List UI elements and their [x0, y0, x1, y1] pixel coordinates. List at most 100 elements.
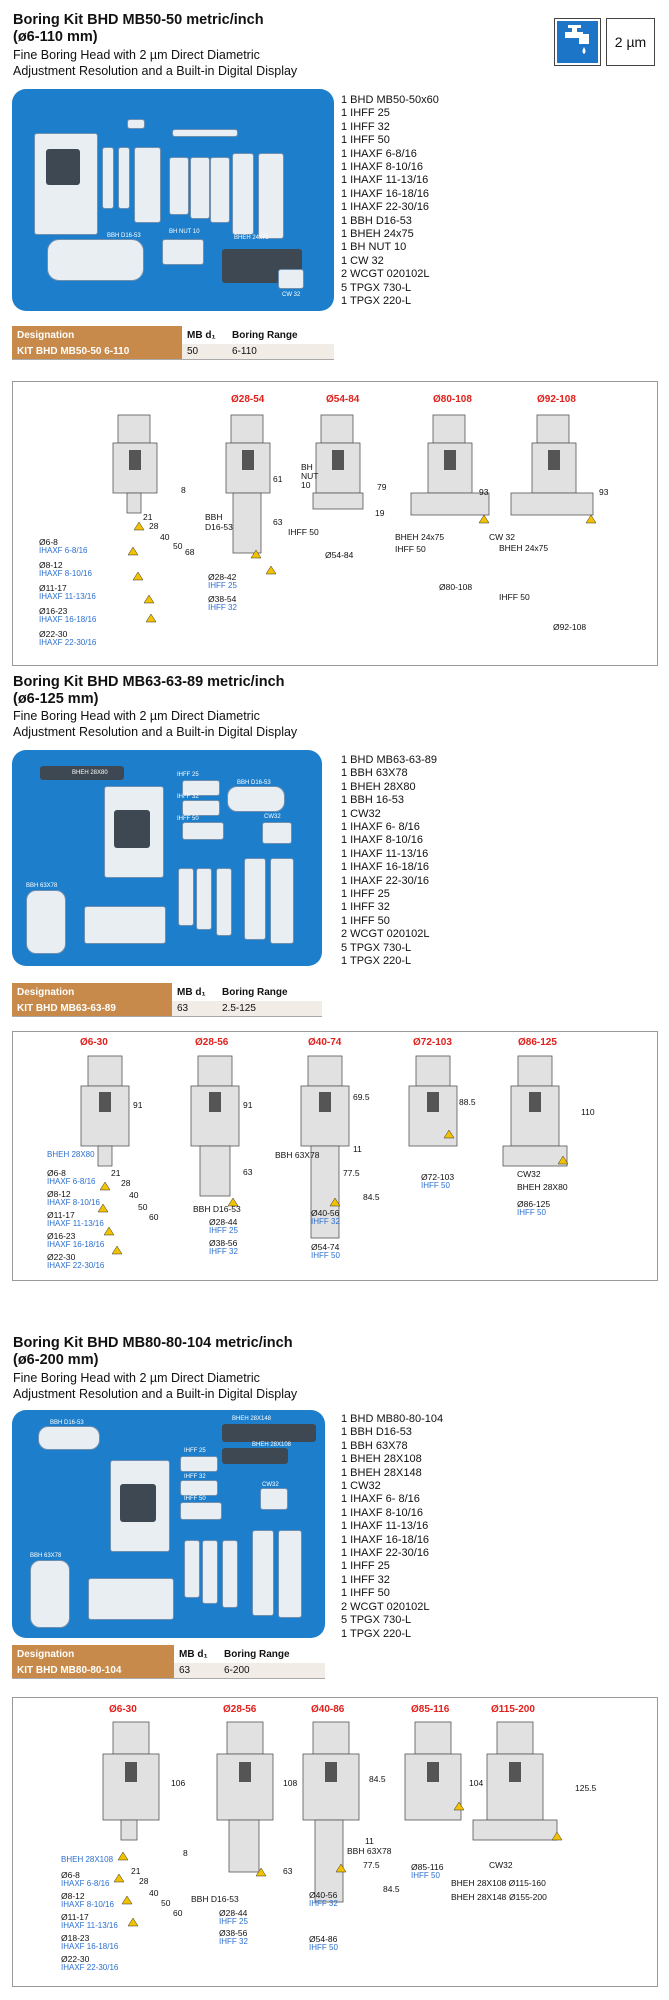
diameter-label: Ø38-56 [209, 1238, 238, 1248]
cell-kit: KIT BHD MB80-80-104 [12, 1663, 174, 1679]
tray-label: IHFF 32 [184, 1474, 206, 1480]
cell-range: 2.5-125 [217, 1001, 322, 1017]
part-label: BHEH 24x75 [395, 532, 445, 542]
col-range: Boring Range [219, 1645, 325, 1663]
kit-subtitle: Fine Boring Head with 2 µm Direct Diamet… [13, 709, 260, 723]
list-item: 1 CW 32 [341, 254, 384, 267]
list-item: 1 IHAXF 16-18/16 [341, 861, 430, 874]
insert-label: IHFF 32 [219, 1937, 248, 1946]
range-label: Ø40-86 [311, 1704, 345, 1715]
range-label: Ø86-125 [518, 1037, 557, 1048]
diameter-label: Ø80-108 [439, 582, 473, 592]
diameter-label: Ø28-42 [208, 572, 237, 582]
range-label: Ø54-84 [326, 394, 360, 405]
part-label: NUT [301, 471, 319, 481]
list-item: 1 IHFF 25 [341, 1560, 390, 1573]
kit-title-range: (ø6-125 mm) [13, 691, 99, 707]
application-diagram: Ø6-30 Ø28-56 Ø40-74 Ø72-103 Ø86-125 BHEH… [12, 1031, 658, 1281]
diameter-label: Ø54-74 [311, 1242, 340, 1252]
list-item: 1 IHAXF 22-30/16 [341, 201, 430, 214]
tray-label: BHEH 24x75 [234, 235, 269, 241]
part-label: BBH D16-53 [191, 1894, 239, 1904]
part-label: IHFF 50 [499, 592, 530, 602]
insert-label: IHFF 25 [219, 1917, 248, 1926]
dim-label: 8 [183, 1848, 188, 1858]
diameter-label: Ø38-54 [208, 594, 237, 604]
insert-label: IHAXF 6-8/16 [39, 546, 88, 555]
dim-label: 21 [143, 512, 153, 522]
part-label: IHFF 50 [288, 527, 319, 537]
tray-label: CW32 [262, 1482, 279, 1488]
table-row: KIT BHD MB80-80-104 63 6-200 [12, 1663, 325, 1679]
tray-label: BHEH 28X148 [232, 1416, 272, 1422]
list-item: 1 IHAXF 6- 8/16 [341, 821, 420, 834]
table-row: KIT BHD MB63-63-89 63 2.5-125 [12, 1001, 322, 1017]
part-label: CW32 [517, 1169, 541, 1179]
list-item: 1 IHAXF 11-13/16 [341, 174, 429, 187]
dim-label: 84.5 [363, 1192, 380, 1202]
diameter-label: Ø6-8 [61, 1870, 80, 1880]
designation-table: Designation MB d₁ Boring Range KIT BHD M… [12, 1645, 325, 1679]
list-item: 1 TPGX 220-L [341, 1627, 412, 1640]
part-label: BHEH 28X108 Ø115-160 [451, 1878, 546, 1888]
list-item: 2 WCGT 020102L [341, 928, 430, 941]
list-item: 1 BBH 16-53 [341, 794, 404, 807]
range-label: Ø85-116 [411, 1704, 450, 1715]
dim-label: 77.5 [363, 1860, 380, 1870]
dim-label: 61 [273, 474, 283, 484]
list-item: 1 BHEH 28X80 [341, 780, 416, 793]
tray-label: IHFF 32 [177, 794, 199, 800]
list-item: 1 CW32 [341, 1480, 381, 1493]
cell-range: 6-110 [227, 344, 334, 360]
dim-label: 69.5 [353, 1092, 370, 1102]
list-item: 1 IHFF 32 [341, 1573, 390, 1586]
diameter-label: Ø6-8 [47, 1168, 66, 1178]
insert-label: IHAXF 16-18/16 [61, 1942, 119, 1951]
insert-label: IHFF 32 [209, 1247, 238, 1256]
dim-label: 11 [365, 1836, 374, 1846]
dim-label: 21 [111, 1168, 121, 1178]
cell-kit: KIT BHD MB63-63-89 [12, 1001, 172, 1017]
kit-title-range: (ø6-200 mm) [13, 1352, 99, 1368]
table-header-row: Designation MB d₁ Boring Range [12, 1645, 325, 1663]
diameter-label: Ø16-23 [39, 606, 68, 616]
col-mb: MB d₁ [182, 326, 227, 344]
part-label: BBH 63X78 [275, 1150, 320, 1160]
tray-label: BBH 63X78 [26, 883, 58, 889]
list-item: 1 IHAXF 22-30/16 [341, 1547, 430, 1560]
diameter-label: Ø8-12 [39, 560, 63, 570]
diameter-label: Ø54-84 [325, 550, 354, 560]
dim-label: 77.5 [343, 1168, 360, 1178]
dim-label: 50 [173, 541, 183, 551]
application-diagram: Ø28-54 Ø54-84 Ø80-108 Ø92-108 Ø6-8 IHAXF… [12, 381, 658, 666]
list-item: 1 IHAXF 16-18/16 [341, 1533, 430, 1546]
list-item: 1 IHAXF 22-30/16 [341, 874, 430, 887]
kit-subtitle: Adjustment Resolution and a Built-in Dig… [13, 725, 298, 739]
part-label: CW 32 [489, 532, 515, 542]
range-label: Ø72-103 [413, 1037, 452, 1048]
list-item: 1 IHFF 32 [341, 120, 390, 133]
insert-label: IHAXF 11-13/16 [47, 1219, 104, 1228]
diameter-label: Ø22-30 [61, 1954, 90, 1964]
tray-label: CW 32 [282, 292, 301, 298]
kit-title: Boring Kit BHD MB63-63-89 metric/inch [13, 674, 285, 690]
dim-label: 19 [375, 508, 385, 518]
dim-label: 40 [160, 532, 170, 542]
diameter-label: Ø28-44 [209, 1217, 238, 1227]
diagram-drawing [112, 414, 597, 623]
tray-label: BBH 63X78 [30, 1553, 62, 1559]
kit-subtitle: Adjustment Resolution and a Built-in Dig… [13, 1387, 298, 1401]
list-item: 1 IHFF 50 [341, 134, 390, 147]
list-item: 1 BBH D16-53 [341, 214, 412, 227]
list-item: 1 BHD MB80-80-104 [341, 1413, 444, 1425]
range-label: Ø6-30 [109, 1704, 137, 1715]
list-item: 1 BHD MB50-50x60 [341, 94, 439, 106]
range-label: Ø28-56 [223, 1704, 257, 1715]
diameter-label: Ø11-17 [47, 1210, 75, 1220]
col-designation: Designation [12, 983, 172, 1001]
diameter-label: Ø22-30 [47, 1252, 76, 1262]
dim-label: 79 [377, 482, 387, 492]
kit-subtitle: Fine Boring Head with 2 µm Direct Diamet… [13, 48, 260, 62]
range-label: Ø28-54 [231, 394, 265, 405]
list-item: 1 IHFF 50 [341, 1587, 390, 1600]
